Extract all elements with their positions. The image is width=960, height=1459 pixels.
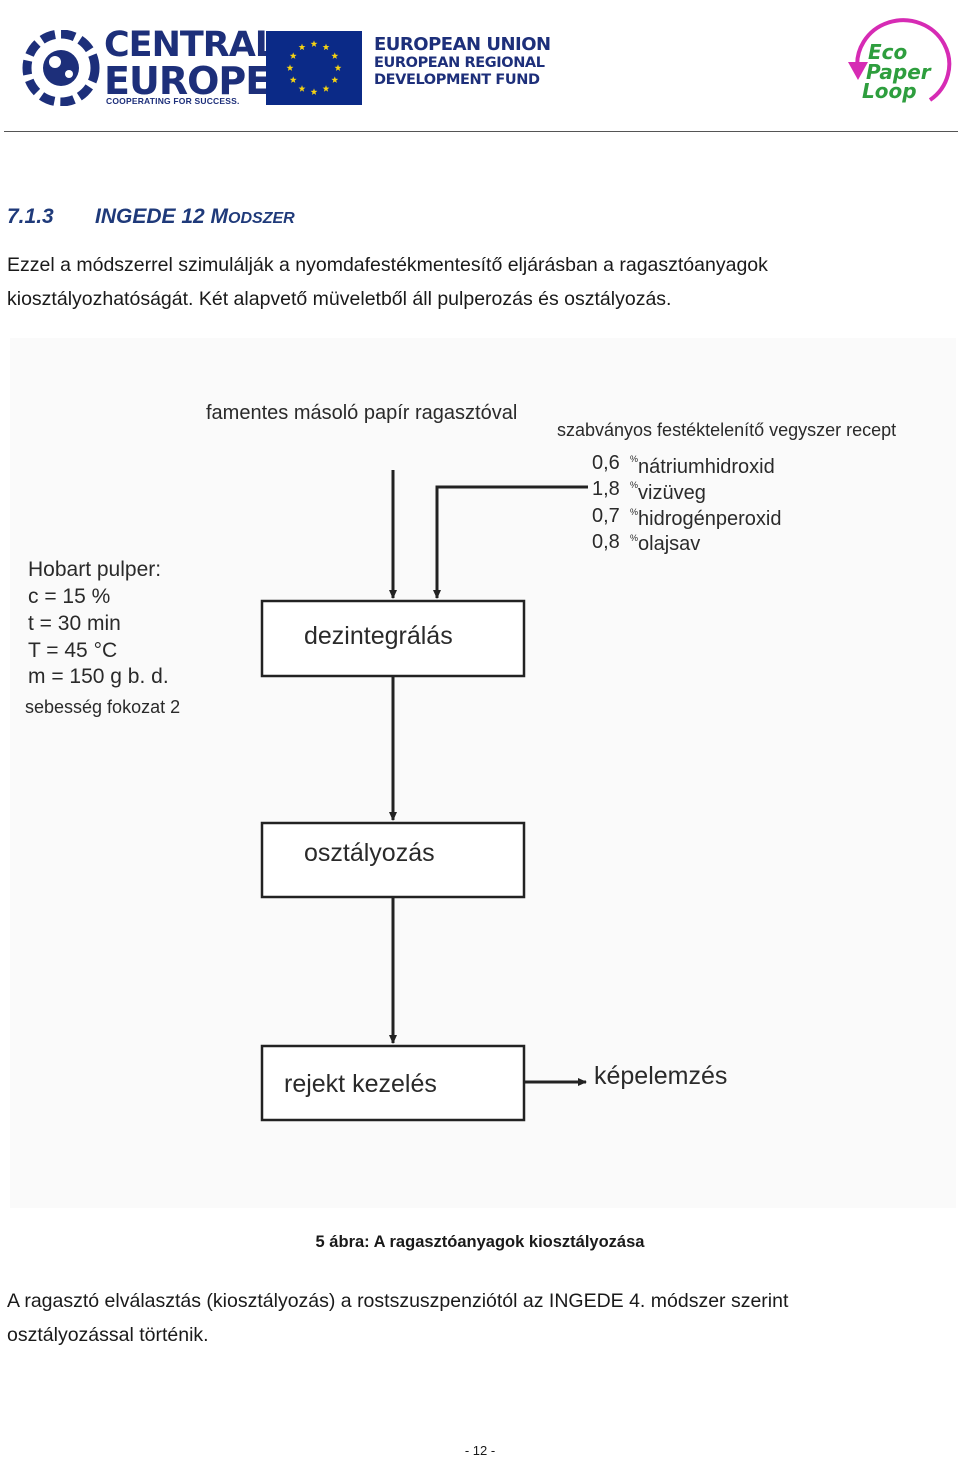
section-heading: 7.1.3 INGEDE 12 MODSZER	[7, 205, 295, 229]
eu-star-icon	[310, 88, 318, 95]
section-title-suffix: ODSZER	[228, 210, 295, 227]
central-europe-word1: CENTRAL	[104, 25, 277, 65]
recipe-name: nátriumhidroxid	[638, 456, 775, 478]
pulper-line: t = 30 min	[28, 612, 121, 635]
eco-word: Eco	[868, 40, 908, 64]
recipe-amount: 0,8	[592, 531, 620, 553]
central-europe-tagline: COOPERATING FOR SUCCESS.	[106, 96, 240, 106]
step-box-screening	[260, 821, 526, 899]
header-divider	[4, 131, 958, 132]
chemicals-arrow	[433, 485, 588, 599]
eu-star-icon	[310, 40, 318, 47]
eu-star-icon	[331, 76, 339, 83]
page-header: CENTRAL EUROPE COOPERATING FOR SUCCESS. …	[0, 0, 960, 132]
central-europe-logo: CENTRAL EUROPE COOPERATING FOR SUCCESS.	[20, 26, 277, 108]
recipe-title: szabványos festéktelenítő vegyszer recep…	[557, 420, 896, 440]
recipe-unit: %	[630, 507, 638, 517]
eu-fund-line2: EUROPEAN REGIONAL	[374, 55, 545, 72]
eu-star-icon	[286, 64, 294, 71]
step-label: osztályozás	[304, 839, 435, 867]
closing-line-2: osztályozással történik.	[7, 1324, 209, 1346]
flowchart: famentes másoló papír ragasztóval szabvá…	[25, 402, 896, 1122]
eu-fund-line3: DEVELOPMENT FUND	[374, 72, 540, 89]
recipe-item: 0,6 % nátriumhidroxid	[592, 452, 775, 478]
pulper-line: T = 45 °C	[28, 639, 117, 662]
pulper-line: m = 150 g b. d.	[28, 665, 169, 688]
page-number: - 12 -	[464, 1443, 496, 1458]
step-box-disintegration	[260, 599, 526, 678]
eu-star-icon	[298, 85, 306, 92]
recipe-item: 0,8 % olajsav	[592, 531, 700, 555]
eu-flag-icon	[266, 31, 362, 105]
figure-caption: 5 ábra: A ragasztóanyagok kiosztályozása	[315, 1233, 645, 1251]
recipe-unit: %	[630, 454, 638, 464]
eu-star-icon	[322, 85, 330, 92]
eu-star-icon	[334, 64, 342, 71]
recipe-name: olajsav	[638, 533, 700, 555]
recipe-unit: %	[630, 533, 638, 543]
output-label: képelemzés	[594, 1062, 727, 1090]
eu-star-icon	[322, 43, 330, 51]
step-label: rejekt kezelés	[284, 1070, 437, 1098]
pulper-title: Hobart pulper:	[28, 558, 161, 581]
eu-fund-text: EUROPEAN UNION EUROPEAN REGIONAL DEVELOP…	[374, 34, 551, 89]
recipe-amount: 1,8	[592, 478, 620, 500]
section-number: 7.1.3	[7, 205, 54, 228]
eu-star-icon	[331, 52, 339, 59]
pulper-speed: sebesség fokozat 2	[25, 697, 180, 717]
eu-star-icon	[289, 76, 297, 83]
closing-paragraph: A ragasztó elválasztás (kiosztályozás) a…	[7, 1284, 788, 1352]
recipe-item: 0,7 % hidrogénperoxid	[592, 505, 781, 530]
eu-star-icon	[298, 43, 306, 51]
step-label: dezintegrálás	[304, 622, 453, 650]
intro-line-1: Ezzel a módszerrel szimulálják a nyomdaf…	[7, 254, 768, 276]
recipe-name: vizüveg	[638, 482, 706, 504]
pulper-conditions: Hobart pulper: c = 15 % t = 30 min T = 4…	[25, 558, 180, 717]
recipe-unit: %	[630, 480, 638, 490]
closing-line-1: A ragasztó elválasztás (kiosztályozás) a…	[7, 1290, 789, 1312]
recipe-amount: 0,7	[592, 505, 620, 527]
central-europe-emblem-icon	[22, 30, 100, 106]
input-label: famentes másoló papír ragasztóval	[206, 402, 517, 424]
intro-line-2: kiosztályozhatóságát. Két alapvető müvel…	[7, 288, 672, 310]
section-title-prefix: INGEDE 12 M	[95, 205, 229, 228]
eu-fund-line1: EUROPEAN UNION	[374, 34, 551, 55]
recipe-amount: 0,6	[592, 452, 620, 474]
paper-word: Paper	[866, 60, 931, 84]
pulper-line: c = 15 %	[28, 585, 110, 608]
recipe-item: 1,8 % vizüveg	[592, 478, 706, 504]
eu-star-icon	[289, 52, 297, 59]
eco-paper-loop-logo: Eco Paper Loop	[838, 10, 954, 110]
recipe-name: hidrogénperoxid	[638, 508, 781, 530]
recipe-list: 0,6 % nátriumhidroxid 1,8 % vizüveg 0,7 …	[592, 452, 781, 555]
intro-paragraph: Ezzel a módszerrel szimulálják a nyomdaf…	[7, 248, 768, 316]
loop-word: Loop	[862, 79, 917, 103]
eco-loop-arrow-icon	[848, 18, 952, 102]
central-europe-word2: EUROPE	[104, 59, 271, 103]
